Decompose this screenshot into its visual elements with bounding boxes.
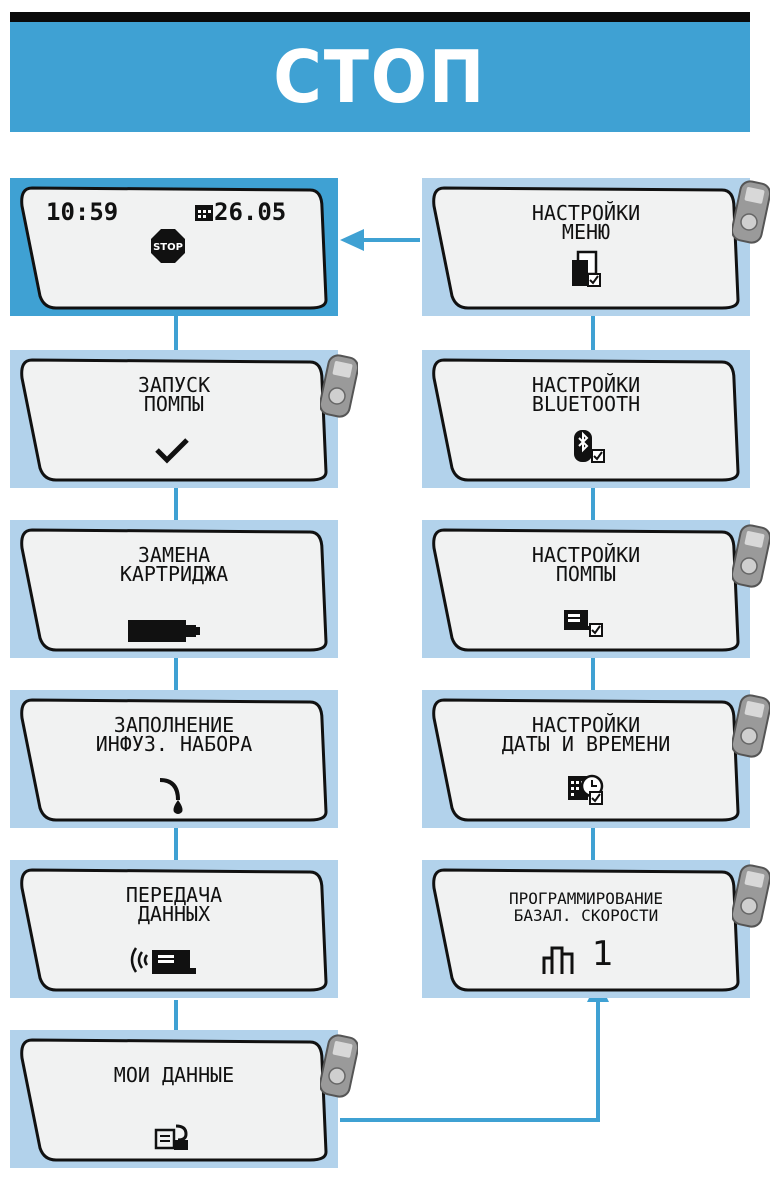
basal-rate-icon xyxy=(542,944,582,980)
menu-label-line1: НАСТРОЙКИ xyxy=(531,373,641,397)
date-text: 26.05 xyxy=(214,198,287,226)
remote-control-icon xyxy=(732,694,770,758)
infusion-set-icon xyxy=(158,776,188,820)
date-time-settings-icon xyxy=(566,772,606,810)
basal-profile-number: 1 xyxy=(592,934,614,974)
page-title: СТОП xyxy=(273,35,487,119)
menu-label-line1: НАСТРОЙКИ xyxy=(531,201,641,225)
menu-label-line1: ПЕРЕДАЧА xyxy=(125,883,223,907)
menu-label-line2: МЕНЮ xyxy=(561,220,611,244)
data-transfer-icon xyxy=(128,944,198,980)
menu-menu-settings[interactable]: НАСТРОЙКИ МЕНЮ xyxy=(422,178,770,316)
menu-label-line1: ЗАМЕНА xyxy=(137,543,211,567)
remote-control-icon xyxy=(320,1034,358,1098)
menu-start-pump[interactable]: ЗАПУСК ПОМПЫ xyxy=(10,350,358,488)
menu-label-line1: ПРОГРАММИРОВАНИЕ xyxy=(508,889,664,908)
clock-text: 10:59 xyxy=(46,198,119,226)
remote-control-icon xyxy=(732,864,770,928)
bluetooth-settings-icon xyxy=(572,428,606,470)
pump-settings-icon xyxy=(562,608,604,642)
menu-label-line1: НАСТРОЙКИ xyxy=(531,543,641,567)
menu-label-line2: ДАТЫ И ВРЕМЕНИ xyxy=(501,732,671,756)
menu-date-time-settings[interactable]: НАСТРОЙКИ ДАТЫ И ВРЕМЕНИ xyxy=(422,690,770,828)
menu-label-line2: ПОМПЫ xyxy=(143,392,205,416)
menu-data-transfer[interactable]: ПЕРЕДАЧА ДАННЫХ xyxy=(10,860,338,998)
menu-bluetooth-settings[interactable]: НАСТРОЙКИ BLUETOOTH xyxy=(422,350,750,488)
menu-label-line2: ПОМПЫ xyxy=(555,562,617,586)
menu-pump-settings[interactable]: НАСТРОЙКИ ПОМПЫ xyxy=(422,520,770,658)
stop-sign-icon: STOP xyxy=(150,228,186,268)
menu-label-line1: ЗАПУСК xyxy=(137,373,211,397)
checkmark-icon xyxy=(154,436,190,468)
header-banner: СТОП xyxy=(10,22,750,132)
remote-control-icon xyxy=(732,180,770,244)
menu-label-line2: ИНФУЗ. НАБОРА xyxy=(95,732,253,756)
menu-label-line1: НАСТРОЙКИ xyxy=(531,713,641,737)
calendar-icon xyxy=(194,204,214,226)
svg-text:STOP: STOP xyxy=(153,242,183,253)
menu-label-line2: БАЗАЛ. СКОРОСТИ xyxy=(513,906,659,925)
remote-control-icon xyxy=(732,524,770,588)
menu-basal-rate-programming[interactable]: ПРОГРАММИРОВАНИЕ БАЗАЛ. СКОРОСТИ 1 xyxy=(422,860,770,998)
menu-label-line2: BLUETOOTH xyxy=(531,392,641,416)
home-screen-panel[interactable]: 10:59 26.05 STOP xyxy=(10,178,338,316)
menu-label-line1: МОИ ДАННЫЕ xyxy=(113,1063,235,1087)
menu-change-cartridge[interactable]: ЗАМЕНА КАРТРИДЖА xyxy=(10,520,338,658)
menu-label-line2: КАРТРИДЖА xyxy=(119,562,229,586)
menu-my-data[interactable]: МОИ ДАННЫЕ xyxy=(10,1030,358,1168)
remote-control-icon xyxy=(320,354,358,418)
my-data-icon xyxy=(154,1122,190,1156)
top-rule xyxy=(10,12,750,22)
cartridge-icon xyxy=(128,620,200,646)
menu-fill-infusion-set[interactable]: ЗАПОЛНЕНИЕ ИНФУЗ. НАБОРА xyxy=(10,690,338,828)
menu-label-line1: ЗАПОЛНЕНИЕ xyxy=(113,713,235,737)
menu-label-line2: ДАННЫХ xyxy=(137,902,211,926)
menu-settings-icon xyxy=(570,250,602,294)
